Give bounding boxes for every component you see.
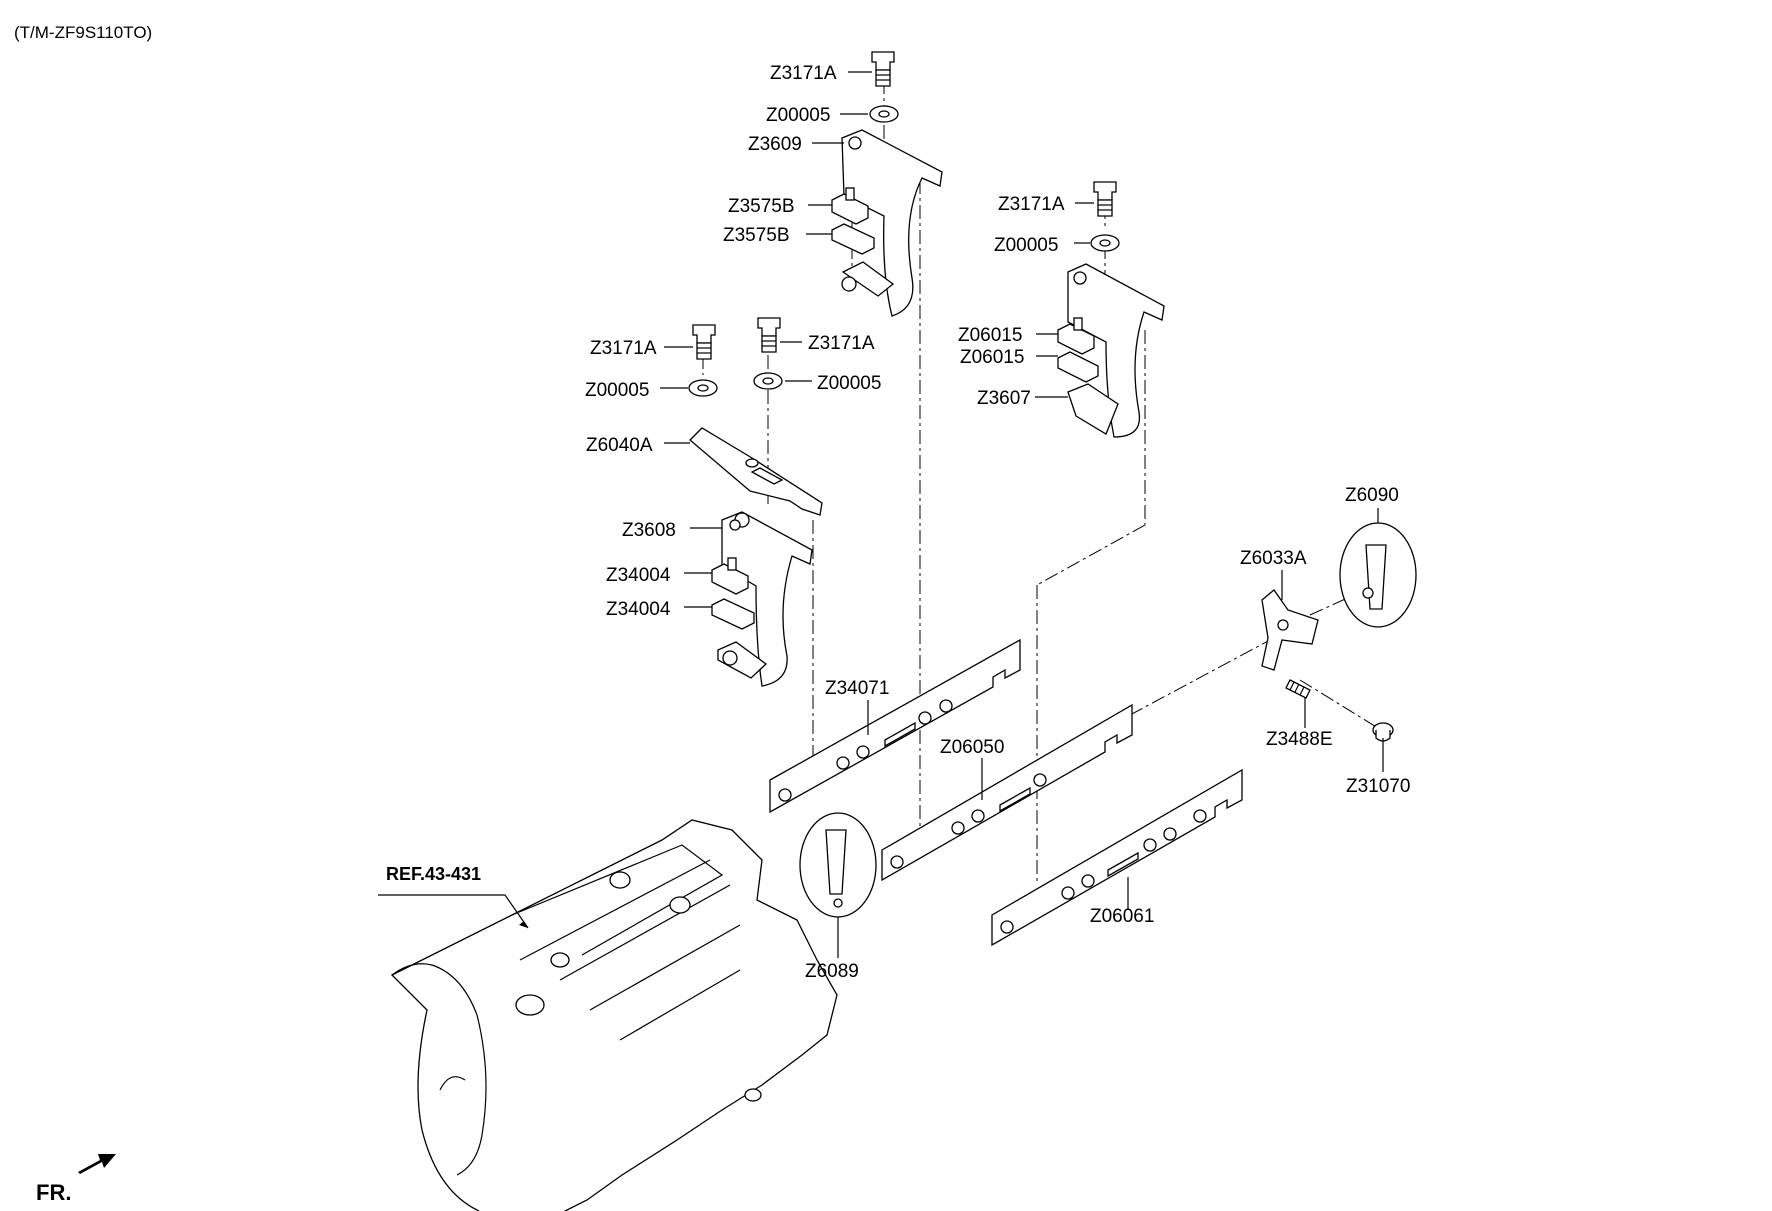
front-direction-arrow-icon <box>78 1154 116 1174</box>
shift-fork-z3609 <box>831 51 943 317</box>
model-code: (T/M-ZF9S110TO) <box>14 23 152 42</box>
part-label: Z6033A <box>1240 548 1307 569</box>
part-label: Z3171A <box>590 338 657 359</box>
shift-fork-z3608 <box>711 511 813 687</box>
interlock-plate-z6089 <box>799 812 877 918</box>
shift-fork-z3607 <box>1057 181 1165 438</box>
part-label: Z6090 <box>1345 485 1399 506</box>
rail-z06061 <box>991 768 1243 947</box>
part-label: Z34004 <box>606 599 671 620</box>
part-label: Z06050 <box>940 737 1004 758</box>
part-label: Z31070 <box>1346 776 1410 797</box>
reference-label: REF.43-431 <box>386 864 481 884</box>
part-label: Z3609 <box>748 134 802 155</box>
part-label: Z06015 <box>960 347 1024 368</box>
part-label: Z3607 <box>977 388 1031 409</box>
part-label: Z06061 <box>1090 906 1154 927</box>
leader-lines <box>378 71 1384 958</box>
rail-z34071 <box>769 638 1021 814</box>
part-label: Z3171A <box>998 194 1065 215</box>
part-label: Z3488E <box>1266 729 1333 750</box>
part-label: Z00005 <box>817 373 881 394</box>
part-label: Z00005 <box>585 380 649 401</box>
part-label: Z3171A <box>808 333 875 354</box>
lever-z6033a <box>1261 589 1319 671</box>
spring-z3488e <box>1285 679 1311 699</box>
part-label: Z00005 <box>766 105 830 126</box>
part-label: Z3575B <box>723 225 790 246</box>
plug-z31070 <box>1372 722 1394 742</box>
part-label: Z06015 <box>958 325 1022 346</box>
part-label: Z6040A <box>586 435 653 456</box>
part-labels: Z3171A Z00005 Z3609 Z3575B Z3575B Z3171A… <box>36 63 1410 1205</box>
part-label: Z00005 <box>994 235 1058 256</box>
part-label: Z3171A <box>770 63 837 84</box>
part-label: Z3608 <box>622 520 676 541</box>
part-label: Z6089 <box>805 961 859 982</box>
rail-z06050 <box>881 703 1133 882</box>
part-label: Z3575B <box>728 196 795 217</box>
bracket-z6040a <box>688 317 823 516</box>
interlock-plate-z6090 <box>1339 522 1417 628</box>
part-label: Z34071 <box>825 678 889 699</box>
assembly-lines <box>702 80 1379 885</box>
part-label: Z34004 <box>606 565 671 586</box>
transmission-housing <box>390 819 838 1211</box>
front-direction-label: FR. <box>36 1180 71 1205</box>
